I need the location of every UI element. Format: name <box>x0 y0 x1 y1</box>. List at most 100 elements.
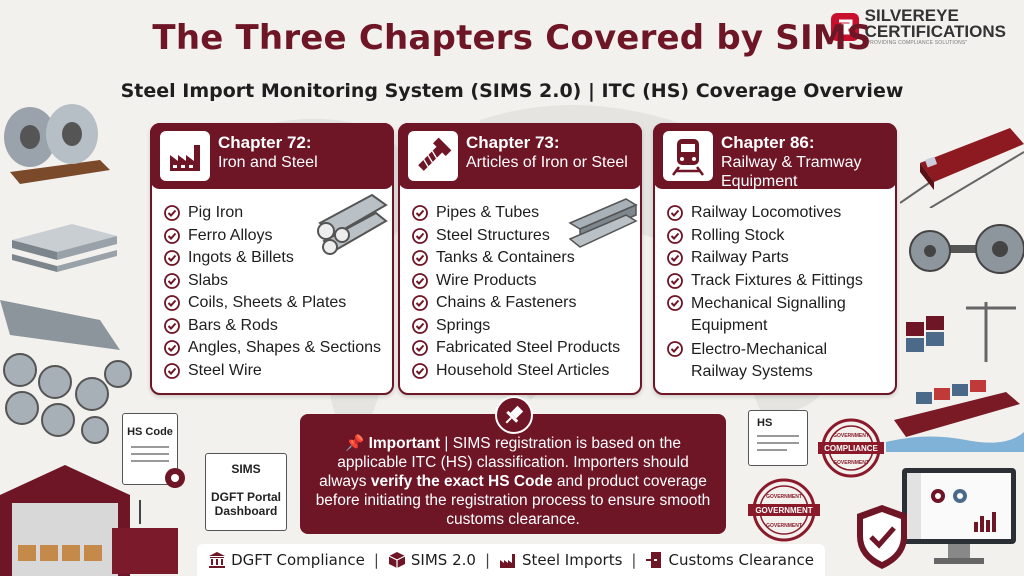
bolt-icon <box>408 131 458 181</box>
chapter-86-item: Electro-Mechanical Railway Systems <box>691 341 828 380</box>
chapter-72-item: Pig Iron <box>188 204 244 221</box>
list-item: Ingots & Billets <box>164 248 381 271</box>
chapter-card-73: Chapter 73: Articles of Iron or Steel Pi… <box>398 123 642 395</box>
check-icon <box>412 250 428 272</box>
steel-beams-pipes-illustration <box>0 300 132 444</box>
list-item: Tanks & Containers <box>412 248 620 271</box>
footer-dgft: DGFT Compliance <box>208 551 365 569</box>
list-item: Railway Locomotives <box>667 203 871 226</box>
chapter-72-item: Ingots & Billets <box>188 249 294 266</box>
chapter-73-item: Steel Structures <box>436 226 550 244</box>
check-icon <box>667 205 683 227</box>
check-icon <box>164 295 180 317</box>
check-icon <box>667 250 683 272</box>
list-item: Mechanical Signalling Equipment <box>667 293 871 337</box>
footer-separator: | <box>373 551 379 569</box>
chapter-73-item: Tanks & Containers <box>436 249 575 266</box>
chapter-card-86: Chapter 86: Railway & Tramway Equipment … <box>653 123 897 395</box>
list-item: Chains & Fasteners <box>412 293 620 316</box>
important-label: Important <box>368 435 441 452</box>
list-item: Bars & Rods <box>164 316 381 339</box>
list-item: Pipes & Tubes <box>412 203 620 226</box>
list-item: Household Steel Articles <box>412 361 620 384</box>
steel-beam-icon <box>568 198 638 248</box>
chapter-72-header: Chapter 72: Iron and Steel <box>150 123 394 189</box>
footer-label-customs: Customs Clearance <box>668 551 814 569</box>
list-item: Steel Wire <box>164 361 381 384</box>
chapter-73-item: Chains & Fasteners <box>436 294 577 311</box>
chapter-86-item: Track Fixtures & Fittings <box>691 271 863 289</box>
chapter-72-subtitle: Iron and Steel <box>218 154 318 171</box>
check-icon <box>667 295 683 317</box>
logo-brand-1: SILVEREYE <box>864 6 959 25</box>
logo-brand-2: CERTIFICATIONS <box>864 22 1006 41</box>
chapter-73-header: Chapter 73: Articles of Iron or Steel <box>398 123 642 189</box>
chapter-73-item: Pipes & Tubes <box>436 204 540 221</box>
important-emphasis: verify the exact HS Code <box>370 473 553 490</box>
chapter-86-header: Chapter 86: Railway & Tramway Equipment <box>653 123 897 190</box>
locomotive-illustration <box>900 128 1024 208</box>
chapter-72-item: Ferro Alloys <box>188 226 273 244</box>
stamp-1-top: GOVERNMENT <box>833 433 869 439</box>
page-title: The Three Chapters Covered by SIMS <box>152 18 872 58</box>
footer-steel: Steel Imports <box>499 551 622 569</box>
container-crane-illustration <box>112 500 178 574</box>
sims-doc-title: SIMS <box>231 462 261 476</box>
check-icon <box>412 205 428 227</box>
list-item: Rolling Stock <box>667 226 871 249</box>
chapter-73-item: Household Steel Articles <box>436 361 610 379</box>
check-icon <box>164 272 180 295</box>
compliance-stamp: COMPLIANCE GOVERNMENT GOVERNMENT <box>818 418 884 478</box>
list-item: Wire Products <box>412 271 620 294</box>
chapter-72-item: Steel Wire <box>188 361 262 379</box>
check-icon <box>412 317 428 340</box>
chapter-73-subtitle: Articles of Iron or Steel <box>466 154 628 171</box>
footer-label-steel: Steel Imports <box>522 551 623 569</box>
list-item: Railway Parts <box>667 248 871 271</box>
dashboard-monitor-illustration <box>902 468 1016 564</box>
stamp-1-middle: COMPLIANCE <box>824 444 878 453</box>
list-item: Steel Structures <box>412 226 620 249</box>
government-stamp: GOVERNMENT GOVERNMENT GOVERNMENT <box>748 478 820 542</box>
check-icon <box>164 362 180 385</box>
list-item: Electro-Mechanical Railway Systems <box>667 339 871 383</box>
stamp-2-bottom: GOVERNMENT <box>766 523 802 529</box>
check-icon <box>412 362 428 385</box>
sims-doc-subtitle: DGFT Portal Dashboard <box>210 490 281 518</box>
list-item: Fabricated Steel Products <box>412 338 620 361</box>
footer-separator: | <box>631 551 637 569</box>
list-item: Ferro Alloys <box>164 226 381 249</box>
shield-check-icon <box>857 505 907 569</box>
footer-sims: SIMS 2.0 <box>388 551 476 569</box>
check-icon <box>164 340 180 362</box>
page-subtitle: Steel Import Monitoring System (SIMS 2.0… <box>120 80 904 102</box>
logo-mark-icon <box>830 13 859 41</box>
factory-small-icon <box>500 554 515 568</box>
chapter-72-title: Chapter 72: <box>218 133 312 152</box>
chapter-72-item: Slabs <box>188 271 229 289</box>
list-item: Coils, Sheets & Plates <box>164 293 381 316</box>
steel-sheets-illustration <box>12 224 117 272</box>
steel-coils-illustration <box>4 104 110 184</box>
footer-label-dgft: DGFT Compliance <box>231 551 365 569</box>
chapter-72-item: Coils, Sheets & Plates <box>188 294 347 311</box>
chapter-73-item: Wire Products <box>436 271 537 289</box>
footer-separator: | <box>484 551 490 569</box>
chapter-86-item: Railway Parts <box>691 249 789 266</box>
check-icon <box>667 341 683 363</box>
list-item: Slabs <box>164 271 381 294</box>
factory-icon <box>160 131 210 181</box>
chapter-73-title: Chapter 73: <box>466 133 560 152</box>
important-notice: 📌 Important | SIMS registration is based… <box>300 396 726 534</box>
warehouse-illustration <box>0 465 130 576</box>
chapter-86-title: Chapter 86: <box>721 133 815 152</box>
footer-bar: DGFT Compliance | SIMS 2.0 | Steel Impor… <box>197 544 825 576</box>
cargo-ship-illustration <box>886 302 1024 452</box>
check-icon <box>164 205 180 227</box>
pin-emoji-icon: 📌 <box>344 435 365 452</box>
check-icon <box>164 250 180 272</box>
check-icon <box>412 272 428 295</box>
check-icon <box>667 272 683 295</box>
chapter-86-subtitle: Railway & Tramway Equipment <box>721 154 862 190</box>
chapter-86-item: Railway Locomotives <box>691 204 842 221</box>
